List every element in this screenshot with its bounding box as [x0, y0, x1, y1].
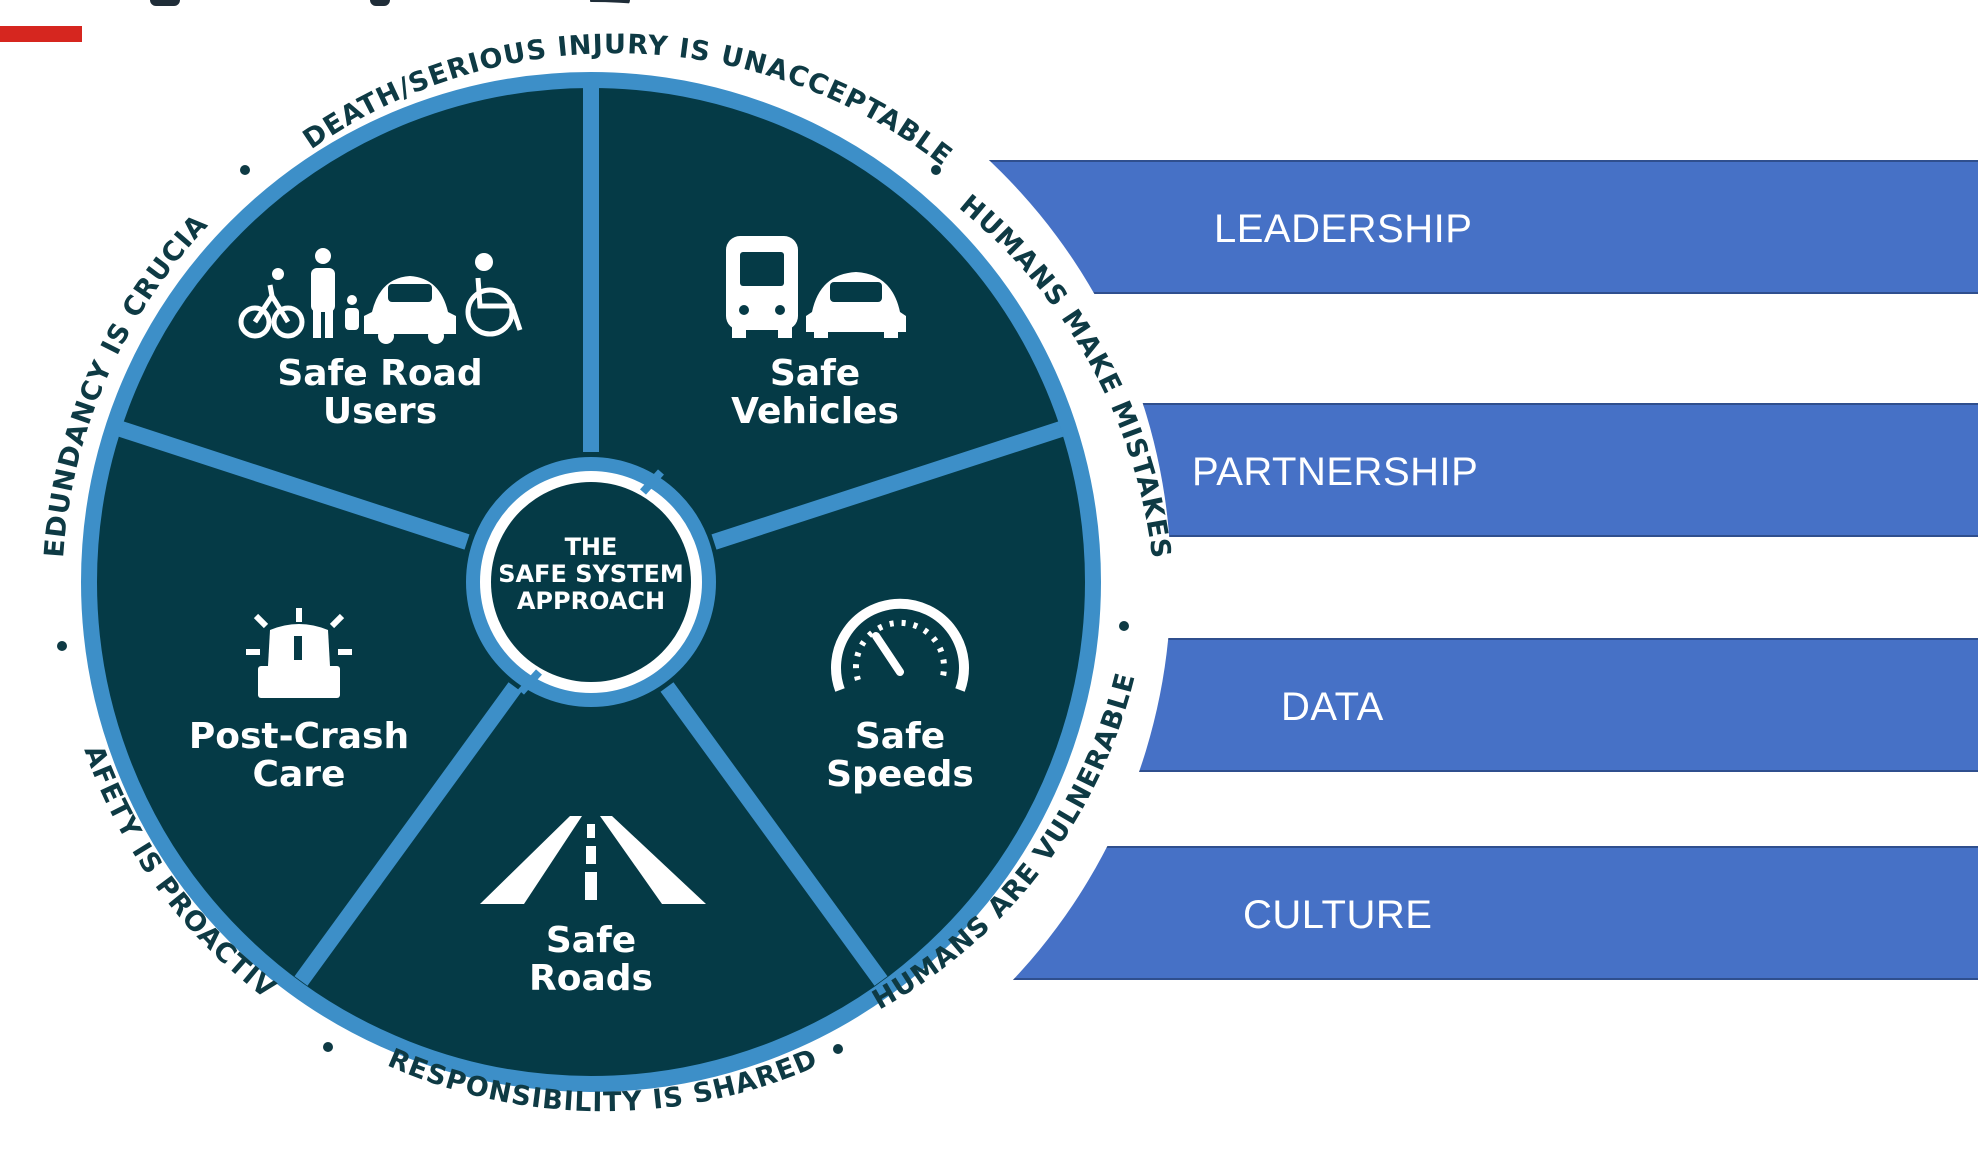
speedometer-icon — [831, 598, 969, 692]
header-title-fragment — [370, 0, 390, 6]
pillar-label: CULTURE — [1243, 893, 1433, 937]
segment-label: Safe — [855, 716, 945, 757]
ring-separator-dots — [57, 165, 1129, 1054]
segment-label: Care — [253, 754, 346, 795]
pillar-band-leadership: LEADERSHIP — [986, 160, 1978, 294]
center-disc — [491, 482, 691, 682]
segment-label: Safe Road — [277, 353, 482, 394]
segment-label: Safe — [546, 920, 636, 961]
siren-icon — [246, 608, 352, 698]
road-icon — [480, 816, 706, 904]
vehicles-icon — [726, 236, 906, 338]
people-icon — [238, 248, 523, 344]
pillar-label: LEADERSHIP — [1214, 207, 1473, 251]
pillar-label: DATA — [1281, 685, 1384, 729]
center-ring-outline — [466, 457, 716, 707]
segment-label: Post-Crash — [189, 716, 409, 757]
center-notch — [518, 669, 542, 695]
pillar-band-culture: CULTURE — [1006, 846, 1978, 980]
center-title-line: SAFE SYSTEM — [498, 560, 684, 588]
segment-label: Users — [323, 391, 437, 432]
pillar-band-data: DATA — [1136, 638, 1978, 772]
center-notch — [640, 469, 664, 495]
segment-label: Safe — [770, 353, 860, 394]
center-title-line: APPROACH — [517, 587, 665, 615]
pillar-label: PARTNERSHIP — [1192, 450, 1479, 494]
segment-label: Vehicles — [731, 391, 899, 432]
segment-label: Roads — [529, 958, 653, 999]
pillar-band-partnership: PARTNERSHIP — [1142, 403, 1978, 537]
header-accent-bar — [0, 26, 82, 42]
segment-dividers — [118, 88, 1064, 986]
header-title-fragment — [150, 0, 180, 6]
segment-label: Speeds — [826, 754, 974, 795]
center-title-line: THE — [565, 533, 618, 561]
